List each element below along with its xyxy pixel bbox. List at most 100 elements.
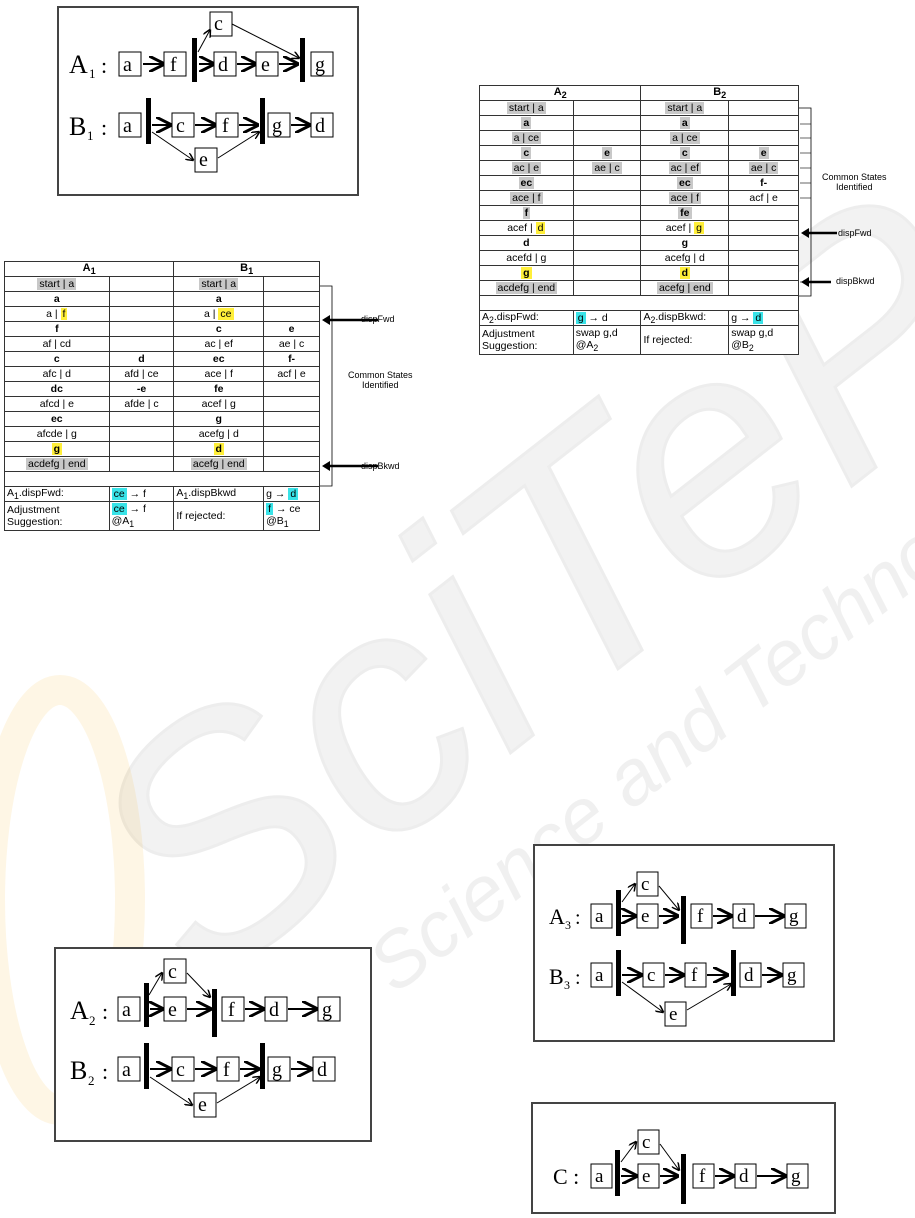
b2-label-sub: 2: [88, 1073, 95, 1088]
b3-label-sub: 3: [564, 978, 570, 992]
a1-node-a: a: [123, 54, 132, 76]
table1-dispfwd-label: dispFwd: [361, 314, 395, 324]
svg-text::: :: [102, 999, 108, 1024]
a3-label: A: [549, 904, 565, 929]
svg-text::: :: [102, 1059, 108, 1084]
b1-label: B: [69, 112, 86, 141]
diagram-a2-b2: A 2 : a c e f d g B 2 : a c f e g d: [54, 947, 372, 1142]
c-node-c: c: [642, 1132, 650, 1153]
svg-text::: :: [101, 115, 107, 140]
c-node-g: g: [791, 1166, 801, 1187]
b1-node-e: e: [199, 149, 208, 171]
b1-node-d: d: [315, 115, 325, 137]
a1-node-g: g: [315, 54, 325, 76]
a2-node-f: f: [228, 999, 235, 1021]
diagram-c: C : a c e f d g: [531, 1102, 836, 1214]
table1-annotation-arrows: [320, 285, 378, 487]
c-node-e: e: [642, 1166, 650, 1187]
b1-node-f: f: [222, 115, 229, 137]
table1-foot-row1: A1.dispFwd: ce → f A1.dispBkwd g → d: [4, 486, 320, 503]
svg-text::: :: [575, 967, 581, 989]
svg-text::: :: [101, 53, 107, 78]
a3-node-a: a: [595, 906, 604, 927]
c-node-a: a: [595, 1166, 604, 1187]
a2-node-a: a: [122, 999, 131, 1021]
b2-node-e: e: [198, 1094, 207, 1116]
table2-dispbkwd-label: dispBkwd: [836, 276, 875, 286]
b2-label: B: [70, 1056, 87, 1085]
b1-node-c: c: [176, 115, 185, 137]
b3-node-e: e: [669, 1004, 677, 1025]
a2-node-e: e: [168, 999, 177, 1021]
a3-node-g: g: [789, 906, 799, 927]
a1-label-sub: 1: [89, 66, 96, 81]
b3-node-c: c: [647, 965, 655, 986]
a3-node-d: d: [737, 906, 747, 927]
table1-head-b1: B1: [173, 260, 320, 278]
b3-label: B: [549, 964, 564, 989]
a3-node-e: e: [641, 906, 649, 927]
a2-node-d: d: [269, 999, 279, 1021]
a2-label-sub: 2: [89, 1013, 96, 1028]
b2-node-a: a: [122, 1059, 131, 1081]
diagram-a3-b3: A 3 : a c e f d g B 3 : a c f e d g: [533, 844, 835, 1042]
a1-node-e: e: [261, 54, 270, 76]
b2-node-c: c: [176, 1059, 185, 1081]
c-node-d: d: [739, 1166, 749, 1187]
diagram-a1-b1: A 1 : a f c d e g B 1 : a c f e g d: [57, 6, 359, 196]
a1-node-f: f: [170, 54, 177, 76]
b2-node-g: g: [272, 1059, 282, 1081]
b3-node-d: d: [744, 965, 754, 986]
a3-node-f: f: [697, 906, 704, 927]
table2-annotation-arrows: [799, 107, 837, 297]
a1-label: A: [69, 50, 88, 79]
b1-node-a: a: [123, 115, 132, 137]
a2-node-c: c: [168, 961, 177, 983]
b3-node-a: a: [595, 965, 604, 986]
a1-node-d: d: [218, 54, 228, 76]
table2-head-b2: B2: [640, 84, 799, 102]
a2-label: A: [70, 996, 89, 1025]
a3-node-c: c: [641, 874, 649, 895]
b1-node-g: g: [272, 115, 282, 137]
table2-dispfwd-label: dispFwd: [838, 228, 872, 238]
a1-node-c: c: [214, 13, 223, 35]
svg-text::: :: [575, 907, 581, 929]
table2-head-a2: A2: [478, 84, 642, 102]
b2-node-f: f: [223, 1059, 230, 1081]
b1-label-sub: 1: [87, 128, 94, 143]
b2-node-d: d: [317, 1059, 327, 1081]
c-label: C :: [553, 1164, 579, 1189]
a3-label-sub: 3: [565, 918, 571, 932]
